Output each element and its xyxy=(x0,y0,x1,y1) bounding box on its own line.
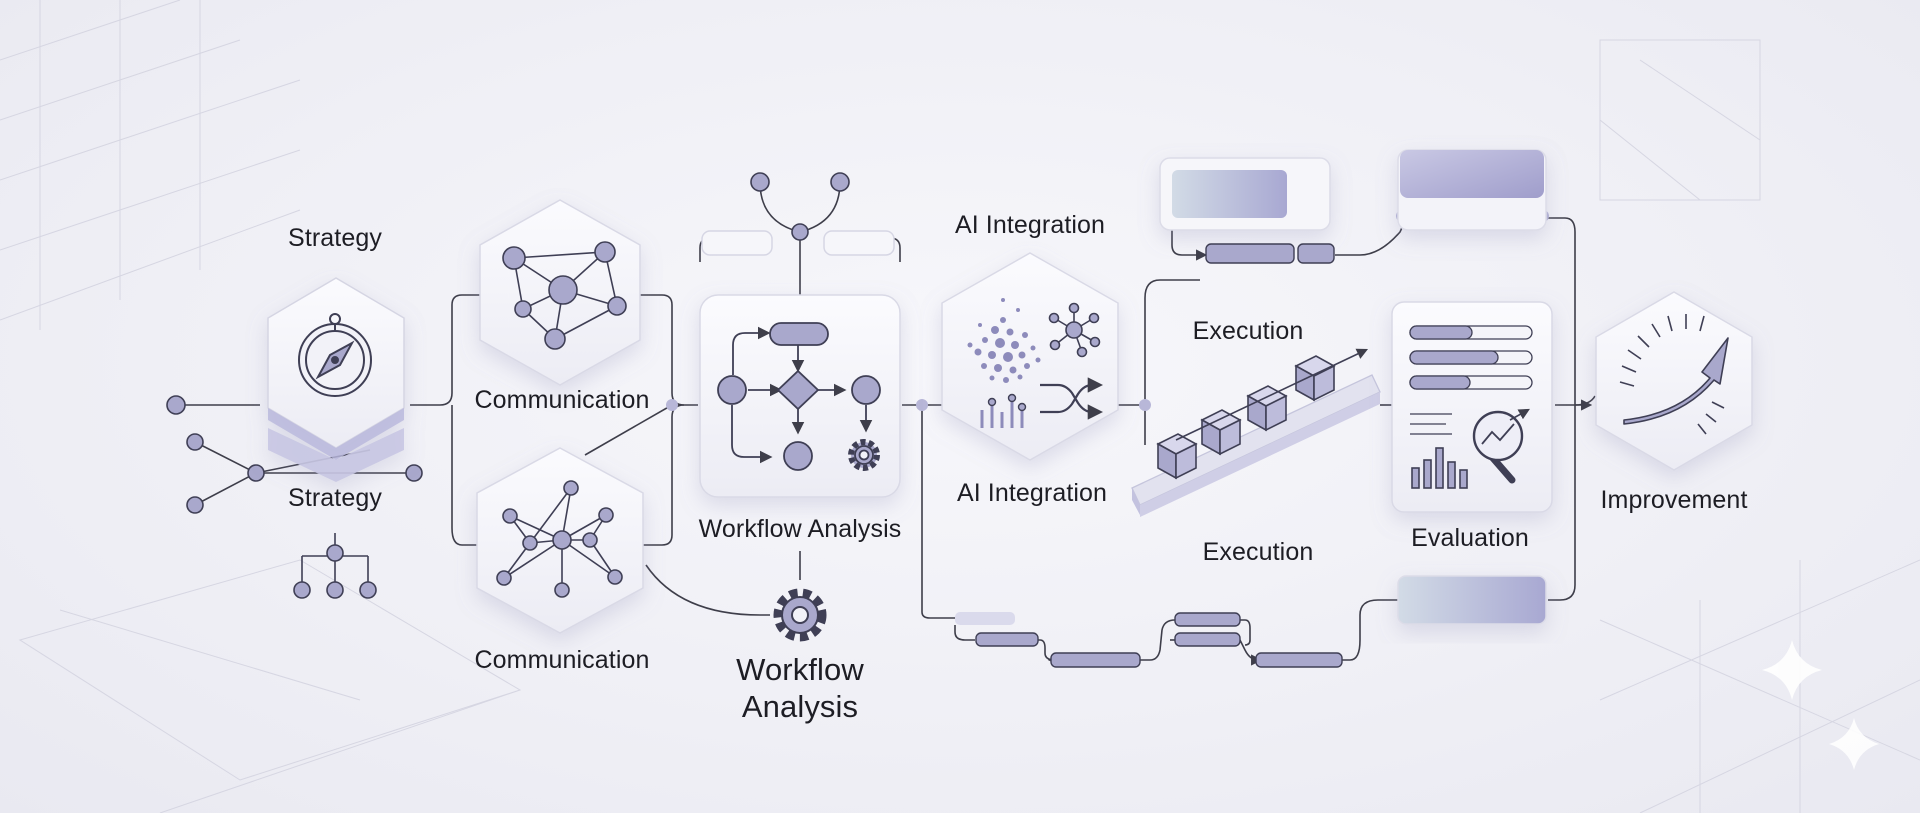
flowchart-icon xyxy=(717,322,881,471)
compass-icon xyxy=(298,313,372,397)
bottom-card xyxy=(1397,575,1547,625)
improvement-title: Improvement xyxy=(1600,486,1748,514)
network-graph-icon xyxy=(186,433,423,514)
strategy-title-bottom: Strategy xyxy=(288,484,382,512)
top-card-small xyxy=(1159,157,1331,231)
particle-cloud-icon xyxy=(967,298,1041,383)
workflow-title-large-line1: Workflow xyxy=(736,652,864,687)
execution-title-bottom: Execution xyxy=(1202,538,1314,566)
route-pills-bottom xyxy=(955,612,1343,668)
input-node xyxy=(166,395,186,415)
communication-title-top: Communication xyxy=(474,386,650,414)
evaluation-title: Evaluation xyxy=(1411,524,1529,552)
mesh-network-icon xyxy=(502,241,627,350)
ai-title-top: AI Integration xyxy=(954,211,1106,239)
progress-bars-icon xyxy=(1409,325,1533,435)
shuffle-icon xyxy=(1040,377,1104,420)
hub-node-icon xyxy=(1048,302,1101,358)
strategy-title-top: Strategy xyxy=(288,224,382,252)
ai-title-bottom: AI Integration xyxy=(956,479,1108,507)
workflow-top-tabs xyxy=(701,230,895,256)
improvement-tile xyxy=(1595,291,1753,471)
fork-icon xyxy=(750,172,850,241)
ascending-cubes-icon xyxy=(1131,348,1381,517)
route-pills-top xyxy=(1205,243,1335,264)
small-gear-icon xyxy=(848,439,880,471)
gauge-arrow-icon xyxy=(1619,314,1729,435)
magnifier-chart-icon xyxy=(1411,408,1530,489)
gear-icon xyxy=(773,588,827,642)
execution-title-top: Execution xyxy=(1192,317,1304,345)
communication-title-bottom: Communication xyxy=(474,646,650,674)
ai-tile xyxy=(941,252,1119,461)
star-network-icon xyxy=(496,480,623,598)
workflow-title: Workflow Analysis xyxy=(698,515,902,543)
sparkle-icon xyxy=(1762,640,1879,770)
top-card-large xyxy=(1397,149,1547,231)
workflow-title-large: Workflow Analysis xyxy=(670,651,930,725)
bar-chart-icon xyxy=(980,393,1027,428)
hierarchy-tree-icon xyxy=(293,533,377,599)
workflow-title-large-line2: Analysis xyxy=(741,689,859,725)
